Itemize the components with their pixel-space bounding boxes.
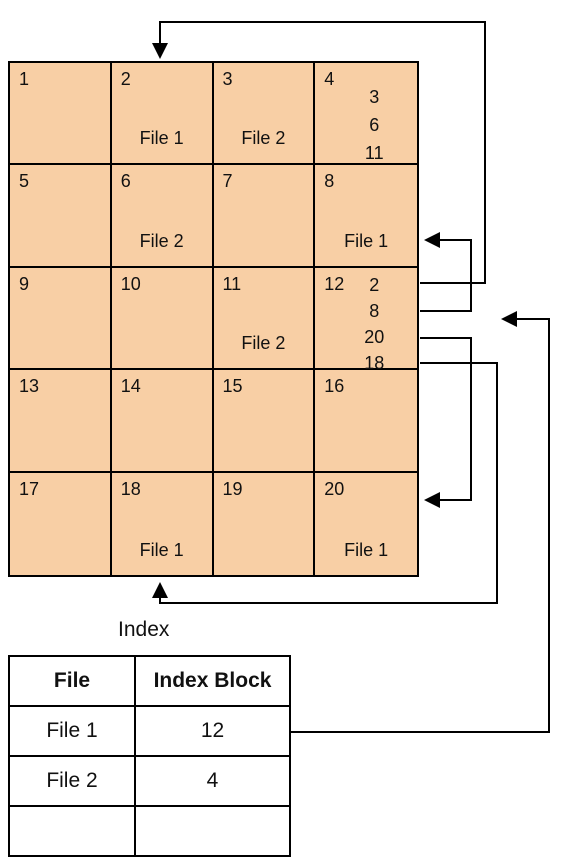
block-number: 2	[120, 69, 131, 89]
block-number: 13	[19, 376, 40, 397]
arrow-table-to-index	[290, 311, 550, 733]
block-number: 6	[120, 171, 131, 192]
block-number: 19	[222, 478, 243, 499]
block-number: 3	[222, 69, 233, 89]
block-file-label: File 1	[139, 540, 184, 560]
disk-block: 9	[10, 267, 112, 371]
block-number: 4	[324, 69, 335, 89]
block-number: 10	[120, 273, 141, 294]
table-header-row: File Index Block	[8, 655, 291, 707]
block-number: 15	[222, 376, 243, 397]
arrow-12-to-20	[420, 337, 472, 508]
arrow-12-to-18	[152, 362, 498, 604]
index-pointers: 2 8 20 18	[359, 272, 389, 376]
cell-index-block	[134, 805, 291, 857]
disk-block: 16	[315, 370, 417, 473]
block-file-label: File 1	[344, 540, 389, 560]
arrow-12-to-2	[152, 21, 486, 284]
pointer-entry: 20	[364, 326, 385, 347]
cell-file	[8, 805, 136, 857]
disk-block: 5	[10, 165, 112, 268]
block-file-label: File 1	[139, 128, 184, 149]
block-number: 7	[222, 171, 233, 192]
header-file: File	[8, 655, 136, 707]
disk-block: 13	[10, 370, 112, 473]
block-number: 17	[19, 478, 40, 499]
block-number: 20	[324, 478, 345, 499]
block-number: 5	[19, 171, 30, 192]
disk-block: 10	[111, 267, 214, 371]
cell-file: File 2	[8, 755, 136, 807]
pointer-entry: 3	[369, 87, 380, 107]
pointer-entry: 8	[369, 300, 380, 321]
cell-index-block: 4	[134, 755, 291, 807]
disk-block: 17	[10, 472, 112, 575]
disk-block: 12 2 8 20 18	[315, 268, 417, 373]
index-caption: Index	[118, 618, 170, 641]
disk-block: 19	[214, 472, 316, 575]
arrow-12-to-8	[420, 232, 472, 312]
disk-block: 1	[10, 63, 112, 166]
disk-block: 15	[213, 370, 316, 473]
block-file-label: File 1	[344, 230, 389, 251]
index-pointers: 3 6 11	[359, 83, 389, 167]
index-table: File Index Block File 1 12 File 2 4	[8, 655, 291, 857]
header-index-block: Index Block	[134, 655, 291, 707]
block-number: 1	[19, 69, 30, 89]
block-number: 11	[222, 273, 242, 294]
disk-block: 14	[111, 370, 214, 473]
cell-file: File 1	[8, 705, 136, 757]
block-number: 8	[324, 171, 335, 192]
table-row: File 1 12	[8, 705, 291, 757]
disk-block: 7	[213, 165, 316, 268]
block-file-label: File 2	[241, 333, 286, 354]
block-file-label: File 2	[139, 230, 184, 251]
pointer-entry: 11	[364, 143, 384, 163]
disk-block: 4 3 6 11	[315, 63, 417, 167]
block-number: 12	[324, 273, 345, 294]
cell-index-block: 12	[134, 705, 291, 757]
block-number: 16	[324, 376, 345, 397]
table-row: File 2 4	[8, 755, 291, 807]
block-number: 14	[120, 376, 141, 397]
block-number: 9	[19, 273, 30, 294]
block-number: 18	[120, 478, 141, 499]
pointer-entry: 2	[369, 274, 380, 295]
pointer-entry: 18	[364, 352, 385, 373]
block-file-label: File 2	[241, 128, 286, 149]
pointer-entry: 6	[369, 115, 380, 135]
table-row	[8, 805, 291, 857]
